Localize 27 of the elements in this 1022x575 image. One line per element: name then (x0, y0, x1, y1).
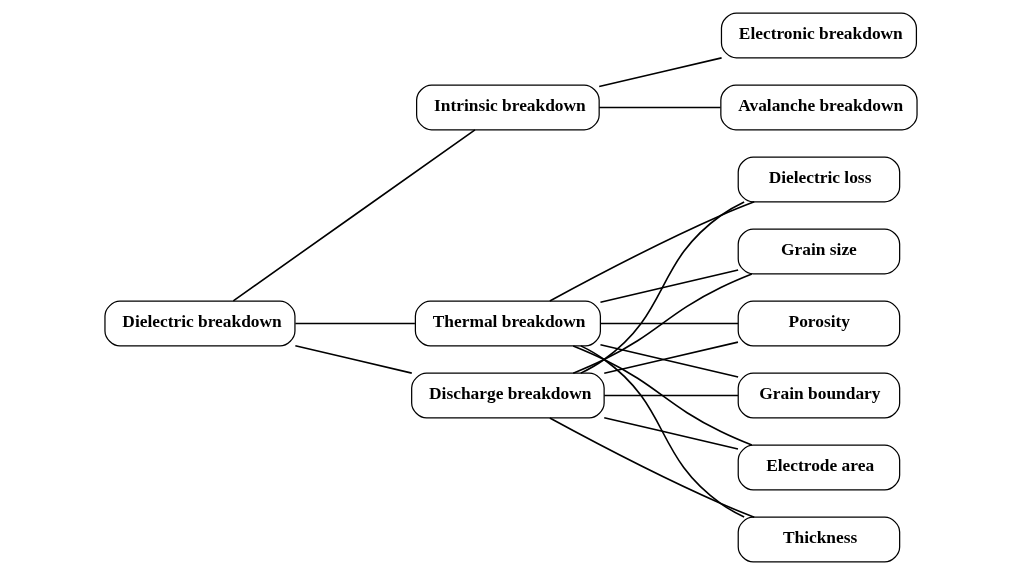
connector (572, 273, 753, 374)
connector (549, 417, 756, 518)
connector (294, 344, 413, 374)
connector (603, 394, 739, 397)
node-box: Thermal breakdown (414, 300, 601, 347)
connector (294, 322, 416, 325)
node-box: Grain boundary (737, 372, 901, 419)
node-box: Intrinsic breakdown (416, 84, 600, 131)
connector (598, 57, 723, 88)
connector (232, 129, 476, 302)
connector (580, 345, 745, 518)
node-box: Electrode area (737, 444, 901, 491)
node-box: Dielectric loss (737, 156, 901, 203)
connector (599, 269, 739, 303)
connector (580, 201, 745, 374)
connector (598, 106, 722, 109)
node-box: Grain size (737, 228, 901, 275)
connector (599, 322, 739, 325)
node-box: Thickness (737, 516, 901, 563)
connector (572, 345, 753, 446)
node-box: Avalanche breakdown (720, 84, 918, 131)
node-box: Electronic breakdown (720, 12, 918, 59)
node-box: Porosity (737, 300, 901, 347)
connector (549, 201, 756, 302)
node-box: Discharge breakdown (411, 372, 605, 419)
node-box: Dielectric breakdown (104, 300, 296, 347)
connector (603, 416, 739, 450)
